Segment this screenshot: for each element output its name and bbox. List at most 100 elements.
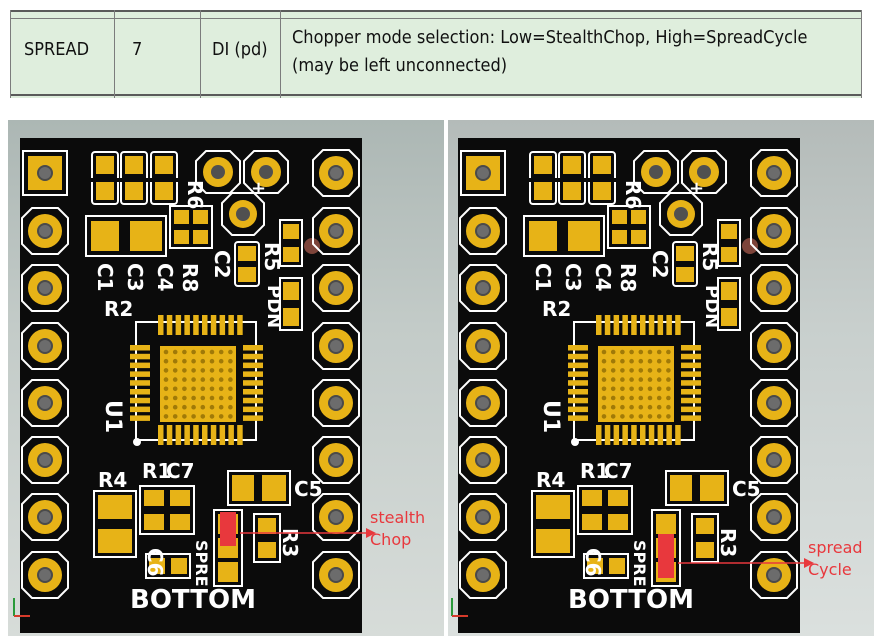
smd-pad: [582, 490, 602, 506]
ic-pin: [648, 315, 655, 335]
jumper-pad: [656, 514, 676, 534]
pin-outline: [21, 322, 69, 370]
ic-pin: [243, 362, 263, 369]
pad-drill-inner: [330, 167, 342, 179]
component-outline: [717, 219, 741, 267]
thermal-via: [182, 368, 187, 373]
ic-pin: [130, 380, 150, 386]
pad-drill-inner: [477, 225, 489, 237]
ic-pin: [568, 406, 588, 413]
thermal-via: [163, 404, 169, 410]
smd-pad: [700, 475, 724, 501]
board-side-label: BOTTOM: [130, 585, 256, 615]
smd-pad: [568, 221, 600, 251]
component-outline: [672, 241, 698, 287]
ic-pin: [640, 315, 646, 335]
thermal-via: [200, 395, 206, 401]
pad-drill-inner: [477, 282, 489, 294]
pin-outline: [460, 150, 506, 196]
ic-pin: [568, 371, 588, 377]
thermal-via: [172, 358, 178, 364]
component-outline: [523, 215, 605, 257]
smd-pad: [283, 282, 299, 300]
pad-drill-inner: [477, 397, 489, 409]
smd-pad: [721, 247, 737, 262]
pin-outline: [312, 264, 360, 312]
thermal-via: [182, 358, 187, 364]
silk-label: C6: [581, 548, 605, 577]
solder-bridge: [220, 512, 236, 546]
pin1-marker: [133, 438, 141, 446]
silk-label: R5: [698, 242, 722, 271]
pad-drill-inner: [768, 569, 780, 581]
smd-pad: [721, 308, 737, 326]
silk-label: SPRE: [192, 540, 211, 587]
table-border-bottom: [10, 94, 862, 96]
ic-pin: [184, 315, 190, 335]
thermal-via: [638, 414, 644, 419]
thermal-via: [191, 368, 196, 373]
pin-outline: [312, 149, 360, 197]
silk-label: C1: [93, 263, 117, 292]
thermal-via: [647, 386, 653, 392]
thermal-via: [647, 377, 653, 382]
pad-drill-inner: [330, 340, 342, 352]
thermal-via: [218, 349, 224, 355]
thermal-via: [666, 386, 671, 392]
table-col-divider: [10, 10, 11, 98]
smd-pad: [262, 475, 286, 501]
thermal-via: [610, 404, 616, 410]
pad-drill: [259, 165, 273, 179]
table-border-top: [10, 10, 862, 12]
silk-label: C5: [732, 477, 761, 501]
thermal-via: [629, 395, 634, 401]
pin-outline: [750, 207, 798, 255]
smd-pad: [170, 490, 190, 506]
pin-outline: [459, 493, 507, 541]
thermal-via: [172, 368, 178, 373]
thermal-via: [218, 377, 224, 382]
pin-outline: [21, 493, 69, 541]
smd-pad: [612, 210, 627, 224]
pin-outline: [750, 322, 798, 370]
panel-separator: [444, 120, 448, 636]
ic-pin: [219, 425, 226, 445]
silk-label: U1: [538, 400, 563, 433]
ic-pin: [130, 415, 150, 421]
thermal-via: [172, 349, 178, 355]
silk-label: C3: [561, 263, 585, 292]
thermal-via: [209, 358, 215, 364]
thermal-via: [620, 349, 625, 355]
ic-pin: [243, 371, 263, 377]
pad-drill-inner: [39, 225, 51, 237]
pin-outline: [21, 207, 69, 255]
thermal-via: [200, 377, 206, 382]
thermal-via: [656, 395, 662, 401]
thermal-via: [629, 386, 634, 392]
ic-pin: [631, 425, 637, 445]
pin-outline: [21, 379, 69, 427]
thermal-via: [163, 368, 169, 373]
ic-pin: [681, 415, 701, 421]
silk-label: C4: [591, 263, 615, 292]
thermal-via: [601, 414, 607, 419]
pad-drill-inner: [330, 511, 342, 523]
ic-pin: [657, 425, 664, 445]
ic-pin: [237, 425, 243, 445]
thermal-via: [200, 349, 206, 355]
silk-label: R8: [178, 263, 202, 292]
thermal-via: [200, 358, 206, 364]
ic-pin: [596, 315, 602, 335]
trace-gap: [90, 178, 178, 182]
smd-pad: [96, 182, 114, 200]
smd-pad: [563, 156, 581, 174]
smd-pad: [534, 156, 552, 174]
description-line: Chopper mode selection: Low=StealthChop,…: [292, 27, 808, 48]
smd-pad: [193, 210, 208, 224]
smd-pad: [631, 210, 646, 224]
pin-outline: [221, 192, 265, 236]
ic-pin: [184, 425, 190, 445]
pin-table: SPREAD 7 DI (pd) Chopper mode selection:…: [0, 0, 874, 100]
pin-outline: [459, 436, 507, 484]
